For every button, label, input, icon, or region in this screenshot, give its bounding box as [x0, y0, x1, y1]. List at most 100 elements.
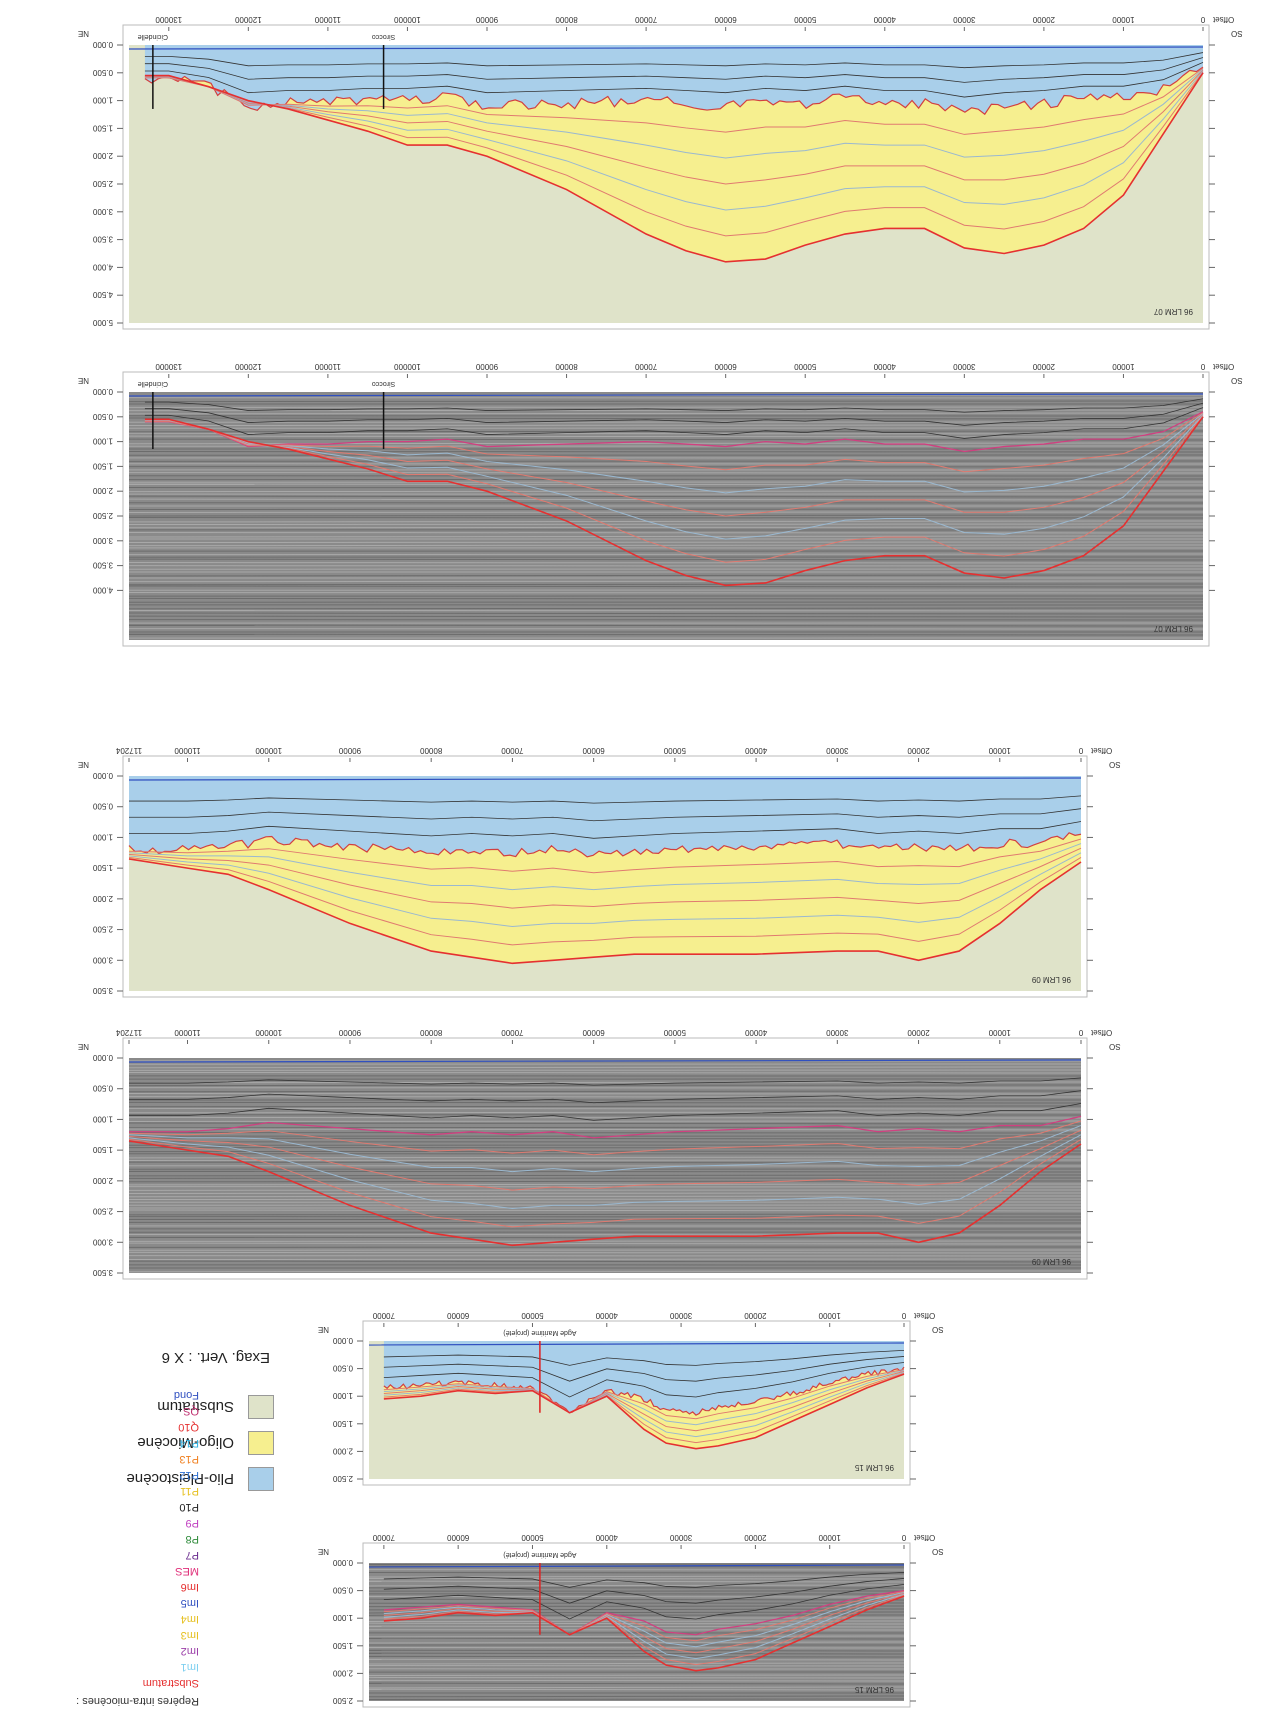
y-tick-label: 2.000 — [92, 894, 113, 903]
x-tick-label: 10000 — [1112, 15, 1135, 24]
offset-axis-label: Offset — [913, 1311, 935, 1320]
y-tick-label: 1.500 — [332, 1641, 353, 1650]
y-tick-label: 2.500 — [92, 511, 113, 520]
seismic-reflector — [368, 1571, 905, 1574]
y-tick-label: 3.000 — [92, 536, 113, 545]
seismic-reflector — [128, 1198, 1082, 1201]
seismic-reflector — [128, 580, 1204, 583]
seismic-reflector — [128, 424, 1204, 427]
seafloor-line — [368, 1564, 905, 1568]
x-tick-label: 50000 — [521, 1311, 544, 1320]
seismic-reflector — [128, 583, 1204, 586]
x-tick-label: 20000 — [744, 1311, 767, 1320]
intra-miocene-horizon — [144, 71, 1204, 237]
x-tick-label: 30000 — [953, 15, 976, 24]
intra-miocene-horizon — [128, 856, 1082, 946]
section-title: 96 LRM 15 — [854, 1463, 894, 1472]
x-tick-label: 100000 — [255, 746, 282, 755]
horizon-legend-header: Repères intra-miocènes : — [76, 1695, 199, 1707]
y-tick-label: 0.000 — [332, 1336, 353, 1345]
y-tick-label: 4.000 — [92, 585, 113, 594]
seismic-reflector — [128, 1084, 1082, 1087]
substratum-top-line — [383, 1373, 905, 1450]
substratum-top-line — [144, 72, 1204, 263]
seismic-reflector — [368, 1637, 905, 1640]
x-tick-label: 0 — [1078, 746, 1083, 755]
seafloor-line — [128, 46, 1204, 50]
seismic-reflector — [128, 633, 1204, 636]
seismic-reflector — [128, 1170, 1082, 1173]
x-tick-label: 100000 — [255, 1028, 282, 1037]
intra-miocene-horizon — [383, 1371, 905, 1438]
x-tick-label: 110000 — [174, 746, 201, 755]
y-tick-label: 3.500 — [92, 1268, 113, 1277]
x-tick-label: 90000 — [475, 362, 498, 371]
seismic-reflector — [128, 1183, 1082, 1186]
x-tick-label: 40000 — [595, 1533, 618, 1542]
plio-horizon — [129, 1103, 1082, 1121]
horizon-item: Im5 — [180, 1597, 199, 1609]
plio-horizon — [144, 402, 1204, 426]
seismic-reflector — [128, 612, 1204, 615]
seismic-reflector — [128, 1105, 1082, 1108]
intra-miocene-horizon — [144, 69, 1204, 185]
horizon-item: P10 — [179, 1501, 199, 1513]
seismic-reflector — [128, 1066, 1082, 1069]
x-tick-label: 40000 — [744, 746, 767, 755]
seismic-reflector — [128, 508, 1204, 511]
plio-horizon — [144, 398, 1204, 413]
ne-direction-label: NE — [78, 376, 89, 385]
y-tick-label: 1.000 — [92, 96, 113, 105]
x-tick-label: 30000 — [669, 1533, 692, 1542]
intra-miocene-horizon — [144, 413, 1204, 517]
seismic-reflector — [368, 1641, 905, 1644]
section-title: 96 LRM 07 — [1153, 307, 1193, 316]
x-tick-label: 90000 — [475, 15, 498, 24]
intra-miocene-horizon — [383, 1369, 905, 1420]
intra-miocene-horizon — [144, 70, 1204, 211]
seismic-reflector — [128, 535, 1204, 538]
plio-pleistocene-area — [383, 1341, 904, 1416]
seismic-reflector — [128, 1174, 1082, 1177]
x-tick-label: 110000 — [314, 15, 341, 24]
seismic-reflector — [368, 1652, 905, 1655]
seismic-reflector — [128, 609, 1204, 612]
legend-swatch-oligo — [248, 1431, 274, 1455]
x-tick-label: 100000 — [394, 15, 421, 24]
ne-direction-label: NE — [318, 1325, 329, 1334]
seismic-reflector — [128, 1156, 1082, 1159]
x-tick-label: 20000 — [1032, 15, 1055, 24]
x-tick-label: 20000 — [744, 1533, 767, 1542]
seismic-reflector — [128, 1251, 1082, 1254]
x-tick-label: 40000 — [595, 1311, 618, 1320]
seismic-reflector — [368, 1625, 905, 1628]
substratum-top-line — [383, 1595, 905, 1672]
x-tick-label: 0 — [901, 1311, 906, 1320]
horizon-item: Q10 — [178, 1421, 199, 1433]
plio-horizon — [129, 795, 1082, 804]
plio-horizon — [144, 57, 1204, 83]
x-tick-label: 0 — [1200, 15, 1205, 24]
x-tick-label: 50000 — [794, 362, 817, 371]
seismic-reflector — [128, 1195, 1082, 1198]
offset-axis-label: Offset — [1090, 1028, 1112, 1037]
x-tick-label: 80000 — [420, 746, 443, 755]
seismic-reflector — [128, 438, 1204, 441]
plio-horizon — [383, 1356, 905, 1382]
intra-miocene-horizon — [383, 1372, 905, 1444]
plio-horizon — [144, 52, 1204, 69]
seismic-reflector — [128, 624, 1204, 627]
seismic-reflector — [128, 1213, 1082, 1216]
seismic-reflector — [128, 1209, 1082, 1212]
intra-miocene-horizon — [128, 1134, 1082, 1210]
x-tick-label: 10000 — [818, 1533, 841, 1542]
horizon-item: P7 — [185, 1549, 199, 1561]
intra-miocene-horizon — [383, 1591, 905, 1648]
seismic-reflector — [128, 1270, 1082, 1273]
intra-miocene-horizon — [144, 67, 1204, 135]
seismic-reflector — [368, 1584, 905, 1587]
seismic-reflector — [128, 1128, 1082, 1131]
y-tick-label: 3.500 — [92, 561, 113, 570]
horizon-item: P13 — [179, 1453, 199, 1465]
